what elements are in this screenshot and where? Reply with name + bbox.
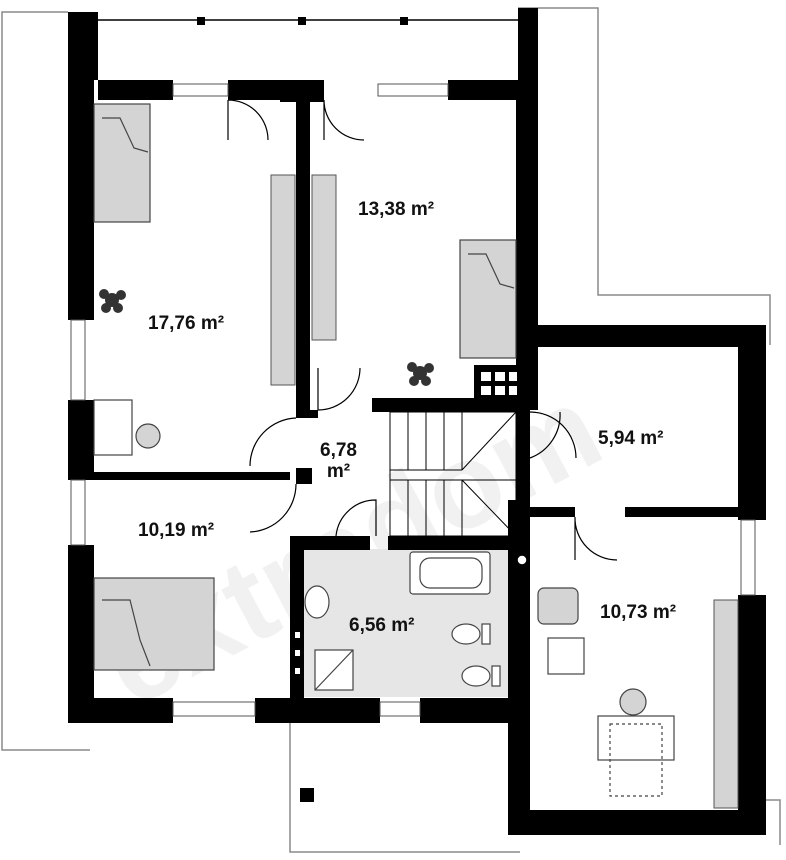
shower-icon <box>314 649 354 691</box>
sink-icon <box>304 585 330 619</box>
outlet-marker <box>516 554 528 566</box>
office-chair-icon <box>537 587 647 716</box>
room-area-hall: 6,78 m² <box>320 440 357 483</box>
room-area-bedroom-13: 13,38 m² <box>358 199 435 220</box>
bed-icon <box>93 103 517 671</box>
desk-icon <box>597 715 675 797</box>
room-area-bedroom-10-19: 10,19 m² <box>138 520 215 541</box>
room-area-bedroom-17: 17,76 m² <box>148 313 225 334</box>
vent-blocks <box>295 632 300 674</box>
roof-outline <box>1 7 781 853</box>
bathtub-icon <box>409 551 491 595</box>
windows <box>70 83 756 717</box>
room-area-bathroom: 6,56 m² <box>349 615 415 636</box>
stairs-icon <box>389 411 517 537</box>
storage-grid <box>481 372 517 395</box>
room-area-storage: 5,94 m² <box>598 428 664 449</box>
plant-icon <box>99 289 434 386</box>
doors <box>227 99 618 561</box>
desk-icon <box>93 399 161 456</box>
room-area-hall-unit: m² <box>326 460 351 482</box>
balcony-rail <box>98 17 518 25</box>
walls <box>68 8 766 835</box>
room-area-hall-value: 6,78 <box>320 440 357 461</box>
toilet-icon <box>451 623 501 687</box>
wardrobes <box>270 174 739 809</box>
room-area-office: 10,73 m² <box>600 602 677 623</box>
